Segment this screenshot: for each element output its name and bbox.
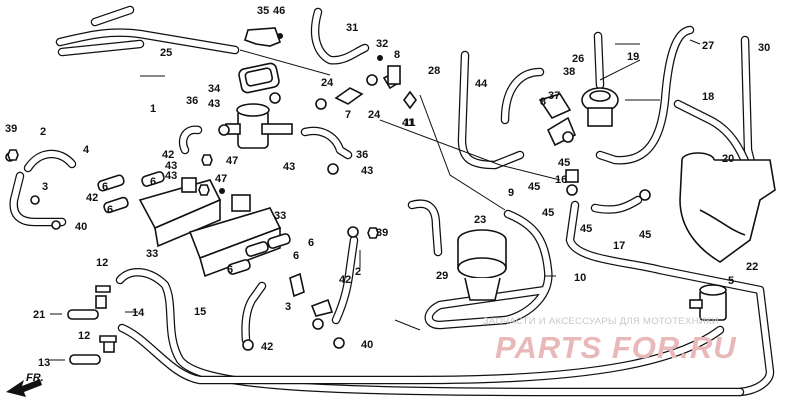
direction-label: FR. [26,372,44,384]
callout-8a: 8 [394,49,400,61]
callout-44: 44 [475,78,488,90]
callout-18: 18 [702,91,714,103]
callout-3-right: 3 [285,301,291,313]
callout-45c: 45 [542,207,554,219]
callout-45e: 45 [639,229,651,241]
front-direction-arrow: FR. [6,372,44,397]
callout-39b: 39 [376,227,388,239]
callout-6a: 6 [102,181,108,193]
callout-6c: 6 [150,176,156,188]
leader-lines [50,39,701,361]
hose-network [9,5,775,397]
callout-40b: 40 [361,339,373,351]
watermark: ЗАПЧАСТИ И АКСЕССУАРЫ ДЛЯ МОТОТЕХНИКИ PA… [483,316,737,365]
callout-43d: 43 [283,161,295,173]
callout-45b: 45 [528,181,540,193]
callout-37: 37 [548,90,560,102]
callout-2-left: 2 [40,126,46,138]
callout-20: 20 [722,153,734,165]
callout-16: 16 [555,174,567,186]
callout-47b: 47 [215,173,227,185]
callout-26: 26 [572,53,584,65]
callout-33b: 33 [274,210,286,222]
callout-23: 23 [474,214,486,226]
callout-5: 5 [728,275,734,287]
callout-41: 41 [402,117,414,129]
callout-17: 17 [613,240,625,252]
callout-42d: 42 [261,341,273,353]
callout-6e: 6 [293,250,299,262]
callout-33a: 33 [146,248,158,260]
callout-11: 11 [404,117,416,129]
watermark-brand: PARTS FOR.RU [495,330,737,365]
callout-46: 46 [273,5,285,17]
callout-39a: 39 [5,123,17,135]
callout-43b: 43 [165,160,177,172]
callout-28: 28 [428,65,440,77]
callout-24a: 24 [321,77,334,89]
callout-47a: 47 [226,155,238,167]
callout-36b: 36 [356,149,368,161]
callout-12b: 12 [78,330,90,342]
callout-24b: 24 [368,109,381,121]
callout-15: 15 [194,306,206,318]
callout-40a: 40 [75,221,87,233]
callout-38: 38 [563,66,575,78]
components [5,27,776,365]
callout-43a: 43 [208,98,220,110]
callout-32: 32 [376,38,388,50]
callout-4: 4 [83,144,90,156]
callout-7: 7 [345,109,351,121]
callout-12a: 12 [96,257,108,269]
callout-13: 13 [38,357,50,369]
callout-43e: 43 [361,165,373,177]
callout-42a: 42 [162,149,174,161]
callout-6f: 6 [227,264,233,276]
callout-6b: 6 [107,204,113,216]
callout-22: 22 [746,261,758,273]
callout-34: 34 [208,83,221,95]
callout-labels: 1 2 2 3 3 4 5 6 6 6 6 6 6 7 8 8 9 10 11 … [5,5,770,369]
callout-9: 9 [508,187,514,199]
watermark-text: ЗАПЧАСТИ И АКСЕССУАРЫ ДЛЯ МОТОТЕХНИКИ [483,316,719,327]
callout-31: 31 [346,22,358,34]
callout-42b: 42 [86,192,98,204]
callout-45a: 45 [558,157,570,169]
callout-27: 27 [702,40,714,52]
callout-3-left: 3 [42,181,48,193]
callout-6d: 6 [308,237,314,249]
callout-45d: 45 [580,223,592,235]
callout-1: 1 [150,103,156,115]
callout-19: 19 [627,51,639,63]
callout-21: 21 [33,309,45,321]
callout-42c: 42 [339,274,351,286]
callout-2-right: 2 [355,266,361,278]
callout-25: 25 [160,47,172,59]
callout-8b: 8 [540,96,546,108]
callout-36a: 36 [186,95,198,107]
callout-35: 35 [257,5,269,17]
callout-14: 14 [132,307,145,319]
callout-10: 10 [574,272,586,284]
callout-29: 29 [436,270,448,282]
callout-43c: 43 [165,170,177,182]
callout-30: 30 [758,42,770,54]
